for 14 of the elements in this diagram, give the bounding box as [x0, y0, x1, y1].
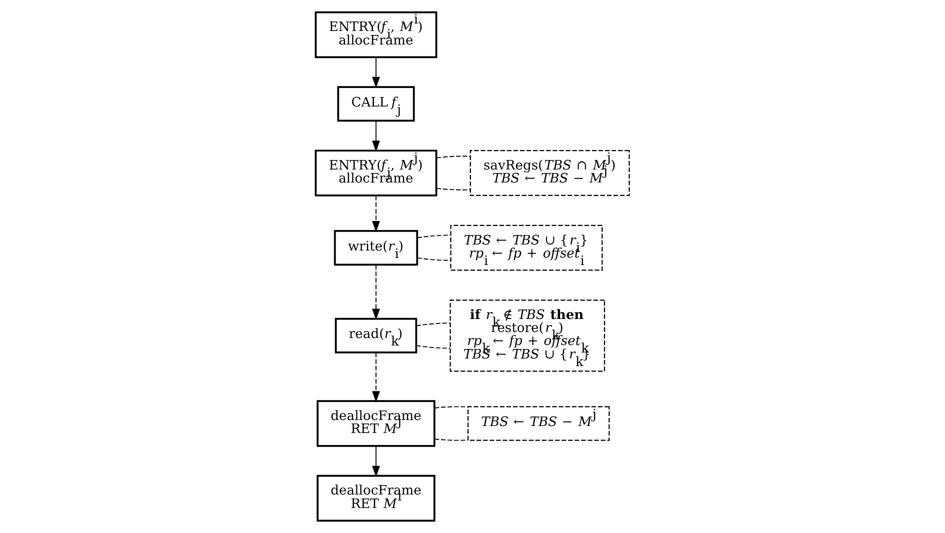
arrow [372, 264, 380, 320]
connector [436, 156, 471, 158]
connector [416, 234, 451, 238]
arrow [372, 446, 380, 478]
connector [436, 188, 471, 190]
arrow [372, 352, 380, 402]
connector [434, 406, 468, 408]
connector [416, 322, 451, 326]
arrow [372, 120, 380, 152]
connector [416, 345, 451, 349]
connector [434, 438, 468, 441]
arrow [372, 195, 380, 232]
arrow [372, 56, 380, 88]
connector [416, 257, 451, 261]
